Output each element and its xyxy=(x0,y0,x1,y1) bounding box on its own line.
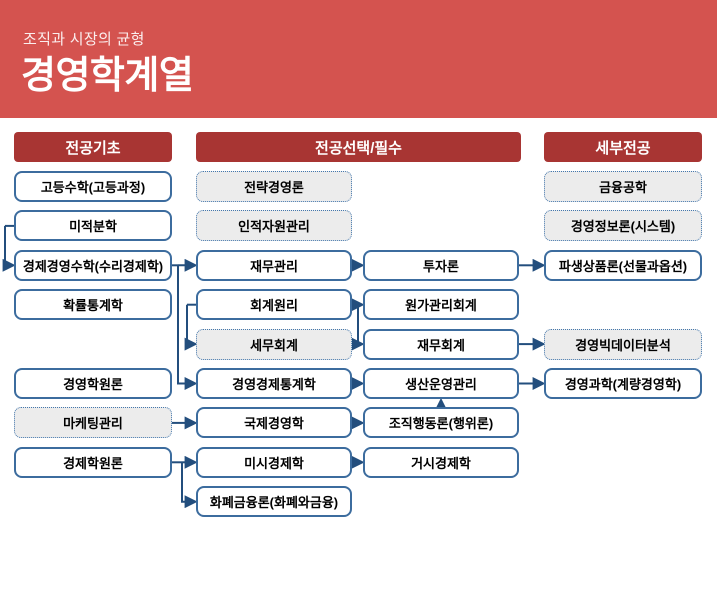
connector-econ-intro xyxy=(172,455,198,509)
connector-econ-math xyxy=(172,258,198,390)
course-box-money-fin: 화폐금융론(화폐와금융) xyxy=(196,486,352,517)
connector-calculus xyxy=(2,224,16,272)
course-box-finance: 재무관리 xyxy=(196,250,352,281)
course-box-prob-stat: 확률통계학 xyxy=(14,289,172,320)
course-box-cost-acct: 원가관리회계 xyxy=(363,289,519,320)
course-box-marketing: 마케팅관리 xyxy=(14,407,172,438)
course-box-bigdata: 경영빅데이터분석 xyxy=(544,329,702,360)
course-box-fin-acct: 재무회계 xyxy=(363,329,519,360)
course-box-tax-acct: 세무회계 xyxy=(196,329,352,360)
course-box-mgmt-intro: 경영학원론 xyxy=(14,368,172,399)
course-box-intl-biz: 국제경영학 xyxy=(196,407,352,438)
banner-subtitle: 조직과 시장의 균형 xyxy=(23,31,145,48)
course-box-micro: 미시경제학 xyxy=(196,447,352,478)
course-box-strategy: 전략경영론 xyxy=(196,171,352,202)
course-box-hs-math: 고등수학(고등과정) xyxy=(14,171,172,202)
column-header-major-elective-required: 전공선택/필수 xyxy=(196,132,521,162)
course-box-mgmt-science: 경영과학(계량경영학) xyxy=(544,368,702,399)
connector-accounting xyxy=(184,303,198,351)
course-box-econ-intro: 경제학원론 xyxy=(14,447,172,478)
connector-accounting xyxy=(351,298,365,351)
course-box-production: 생산운영관리 xyxy=(363,368,519,399)
column-header-detailed-major: 세부전공 xyxy=(544,132,702,162)
page-title: 경영학계열 xyxy=(21,55,194,97)
course-box-accounting: 회계원리 xyxy=(196,289,352,320)
title-banner: 조직과 시장의 균형 경영학계열 xyxy=(0,0,717,118)
course-box-investment: 투자론 xyxy=(363,250,519,281)
course-box-mis: 경영정보론(시스템) xyxy=(544,210,702,241)
course-box-derivatives: 파생상품론(선물과옵션) xyxy=(544,250,702,281)
course-box-hr: 인적자원관리 xyxy=(196,210,352,241)
column-header-major-basics: 전공기초 xyxy=(14,132,172,162)
course-box-fin-eng: 금융공학 xyxy=(544,171,702,202)
course-box-biz-stat: 경영경제통계학 xyxy=(196,368,352,399)
course-box-macro: 거시경제학 xyxy=(363,447,519,478)
course-box-org-behavior: 조직행동론(행위론) xyxy=(363,407,519,438)
course-box-econ-math: 경제경영수학(수리경제학) xyxy=(14,250,172,281)
course-box-calculus: 미적분학 xyxy=(14,210,172,241)
